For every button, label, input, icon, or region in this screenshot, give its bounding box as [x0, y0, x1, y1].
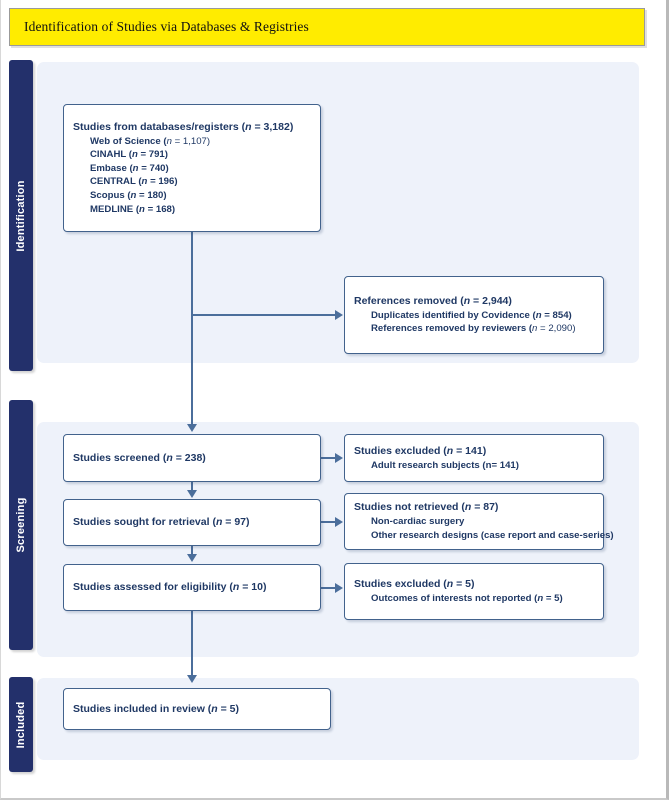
- box-references-removed: References removed (n = 2,944) Duplicate…: [344, 276, 604, 354]
- stage-tab-identification: Identification: [9, 60, 33, 371]
- arrow-right-to-excluded1: [335, 453, 343, 463]
- source-scopus: Scopus (n = 180): [90, 190, 167, 202]
- box-assessed-title: Studies assessed for eligibility (n = 10…: [73, 581, 267, 594]
- arrow-down-to-sought: [187, 490, 197, 498]
- stage-label-screening: Screening: [15, 497, 27, 553]
- box-studies-included-in-review: Studies included in review (n = 5): [63, 688, 331, 730]
- excluded2-reason-outcomes: Outcomes of interests not reported (n = …: [371, 593, 563, 605]
- source-cinahl: CINAHL (n = 791): [90, 149, 168, 161]
- box-excluded2-title: Studies excluded (n = 5): [354, 578, 475, 591]
- refs-removed-duplicates: Duplicates identified by Covidence (n = …: [371, 309, 572, 321]
- source-medline: MEDLINE (n = 168): [90, 203, 176, 215]
- box-studies-excluded-screening: Studies excluded (n = 141) Adult researc…: [344, 434, 604, 482]
- box-included-title: Studies included in review (n = 5): [73, 702, 240, 715]
- box-sought-title: Studies sought for retrieval (n = 97): [73, 516, 250, 529]
- source-central: CENTRAL (n = 196): [90, 176, 178, 188]
- connector-screened-to-excluded1: [321, 457, 337, 459]
- stage-label-included: Included: [15, 701, 27, 748]
- box-studies-screened: Studies screened (n = 238): [63, 434, 321, 482]
- box-excluded1-title: Studies excluded (n = 141): [354, 444, 487, 457]
- box-studies-assessed-for-eligibility: Studies assessed for eligibility (n = 10…: [63, 564, 321, 611]
- excluded1-reason-adult: Adult research subjects (n= 141): [371, 459, 519, 471]
- source-web-of-science: Web of Science (n = 1,107): [90, 135, 211, 147]
- box-studies-not-retrieved: Studies not retrieved (n = 87) Non-cardi…: [344, 493, 614, 550]
- connector-databases-to-screened: [191, 232, 193, 430]
- box-studies-excluded-eligibility: Studies excluded (n = 5) Outcomes of int…: [344, 563, 604, 620]
- connector-to-refs-removed: [191, 314, 336, 316]
- arrow-down-to-assessed: [187, 554, 197, 562]
- connector-screened-to-sought: [191, 482, 193, 491]
- stage-tab-screening: Screening: [9, 400, 33, 650]
- box-screened-title: Studies screened (n = 238): [73, 451, 206, 464]
- connector-sought-to-not-retrieved: [321, 521, 337, 523]
- stage-tab-included: Included: [9, 677, 33, 772]
- arrow-right-to-excluded2: [335, 583, 343, 593]
- box-studies-from-databases: Studies from databases/registers (n = 3,…: [63, 104, 321, 232]
- box-refs-removed-title: References removed (n = 2,944): [354, 294, 512, 307]
- refs-removed-reviewers: References removed by reviewers (n = 2,0…: [371, 323, 576, 335]
- arrow-right-to-refs-removed: [335, 310, 343, 320]
- diagram-header-bar: Identification of Studies via Databases …: [9, 8, 645, 46]
- stage-label-identification: Identification: [15, 179, 27, 252]
- connector-sought-to-assessed: [191, 546, 193, 555]
- source-embase: Embase (n = 740): [90, 162, 169, 174]
- not-retrieved-reason-designs: Other research designs (case report and …: [371, 529, 614, 541]
- arrow-down-to-screened: [187, 424, 197, 432]
- box-studies-sought-for-retrieval: Studies sought for retrieval (n = 97): [63, 499, 321, 546]
- connector-assessed-to-included: [191, 611, 193, 677]
- connector-assessed-to-excluded2: [321, 587, 337, 589]
- box-not-retrieved-title: Studies not retrieved (n = 87): [354, 501, 499, 514]
- arrow-right-to-not-retrieved: [335, 517, 343, 527]
- not-retrieved-reason-noncardiac: Non-cardiac surgery: [371, 516, 465, 528]
- page-title: Identification of Studies via Databases …: [24, 19, 309, 34]
- arrow-down-to-included: [187, 675, 197, 683]
- box-databases-title: Studies from databases/registers (n = 3,…: [73, 120, 294, 133]
